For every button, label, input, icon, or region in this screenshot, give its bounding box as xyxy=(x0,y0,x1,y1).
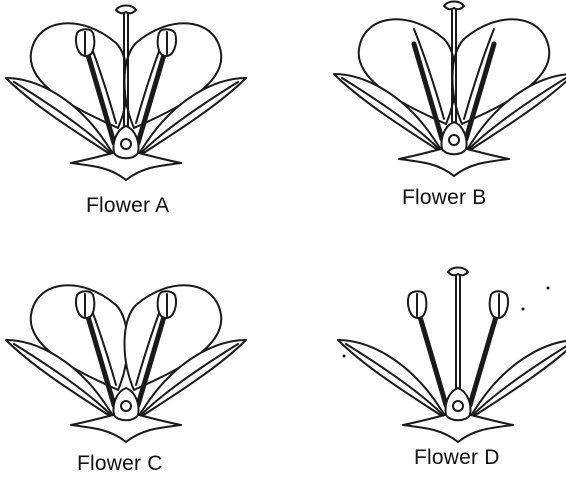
caption-flower-d: Flower D xyxy=(414,446,500,470)
caption-flower-b: Flower B xyxy=(402,186,486,210)
speck xyxy=(343,355,346,358)
flower-c xyxy=(6,285,246,442)
caption-flower-a: Flower A xyxy=(86,194,169,218)
ovule xyxy=(121,401,131,411)
flower-a xyxy=(6,6,246,181)
flower-b xyxy=(334,2,566,177)
speck xyxy=(547,287,550,290)
pistil xyxy=(446,268,471,421)
flower-d xyxy=(338,268,566,443)
speck xyxy=(522,308,525,311)
caption-flower-c: Flower C xyxy=(77,452,163,476)
